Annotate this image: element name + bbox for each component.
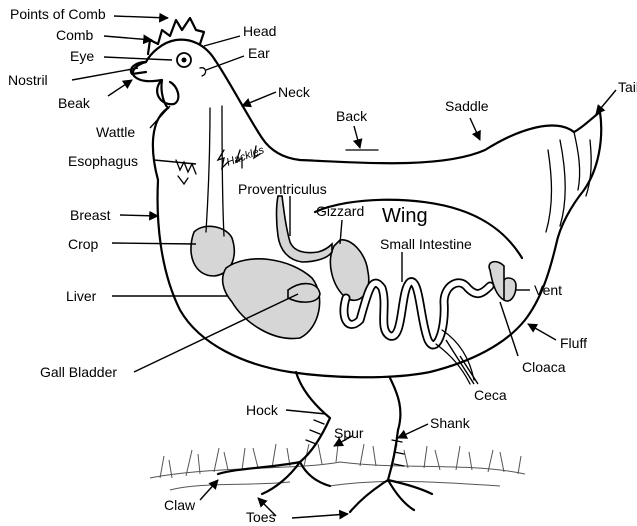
leader-esophagus <box>154 160 196 164</box>
leader-wattle <box>150 106 170 128</box>
label-breast: Breast <box>70 207 111 223</box>
leader-beak <box>108 80 132 96</box>
label-points-of-comb: Points of Comb <box>10 6 106 22</box>
label-ceca: Ceca <box>474 387 507 403</box>
label-saddle: Saddle <box>445 98 489 114</box>
label-spur: Spur <box>334 425 364 441</box>
gall-bladder-shape <box>288 284 320 302</box>
leader-fluff <box>528 324 556 340</box>
leader-toes-2 <box>292 514 348 518</box>
leader-breast <box>120 215 158 216</box>
label-hackles: Hackles <box>225 144 266 169</box>
label-liver: Liver <box>66 288 97 304</box>
label-beak: Beak <box>58 95 91 111</box>
leader-back <box>354 126 360 148</box>
leader-neck <box>242 92 276 106</box>
leader-head <box>204 36 240 46</box>
label-gizzard: Gizzard <box>316 203 364 219</box>
leader-ear <box>206 56 244 70</box>
tail-feathers <box>546 132 591 232</box>
leader-tail <box>596 90 616 114</box>
label-comb: Comb <box>56 27 94 43</box>
feet-right <box>350 480 432 512</box>
leader-eye <box>104 57 172 60</box>
label-toes: Toes <box>246 509 276 525</box>
label-neck: Neck <box>278 84 311 100</box>
label-fluff: Fluff <box>560 335 587 351</box>
label-gall-bladder: Gall Bladder <box>40 364 117 380</box>
gizzard-shape <box>330 240 368 300</box>
label-cloaca: Cloaca <box>522 359 566 375</box>
leader-saddle <box>470 118 480 140</box>
leader-claw <box>200 480 218 500</box>
esophagus-shape <box>206 106 224 236</box>
label-hock: Hock <box>246 402 279 418</box>
wattle-outline <box>157 82 178 104</box>
leader-nostril <box>72 68 138 80</box>
label-vent: Vent <box>534 282 562 298</box>
label-back: Back <box>336 108 368 124</box>
label-eye: Eye <box>70 48 94 64</box>
body-outline <box>153 60 601 377</box>
leader-comb <box>104 36 152 40</box>
label-nostril: Nostril <box>8 72 48 88</box>
label-small-intestine: Small Intestine <box>380 236 472 252</box>
label-crop: Crop <box>68 236 99 252</box>
cloaca-shape <box>489 262 504 300</box>
pupil-shape <box>182 58 187 63</box>
label-head: Head <box>243 23 276 39</box>
labels: Points of Comb Comb Head Eye Ear Nostril… <box>8 6 637 525</box>
leader-points-of-comb <box>114 16 168 18</box>
leader-hock <box>286 410 326 414</box>
label-tail: Tail <box>618 79 637 95</box>
label-proventriculus: Proventriculus <box>238 181 327 197</box>
label-claw: Claw <box>164 497 196 513</box>
label-wing: Wing <box>382 205 428 227</box>
leader-shank <box>398 424 428 438</box>
head-outline <box>133 40 215 108</box>
label-shank: Shank <box>430 415 471 431</box>
ear-mark <box>200 68 206 76</box>
label-esophagus: Esophagus <box>68 153 138 169</box>
label-ear: Ear <box>248 45 270 61</box>
leader-crop <box>112 243 196 244</box>
leg-left <box>296 372 330 462</box>
label-wattle: Wattle <box>96 124 135 140</box>
feet-left <box>218 462 330 494</box>
